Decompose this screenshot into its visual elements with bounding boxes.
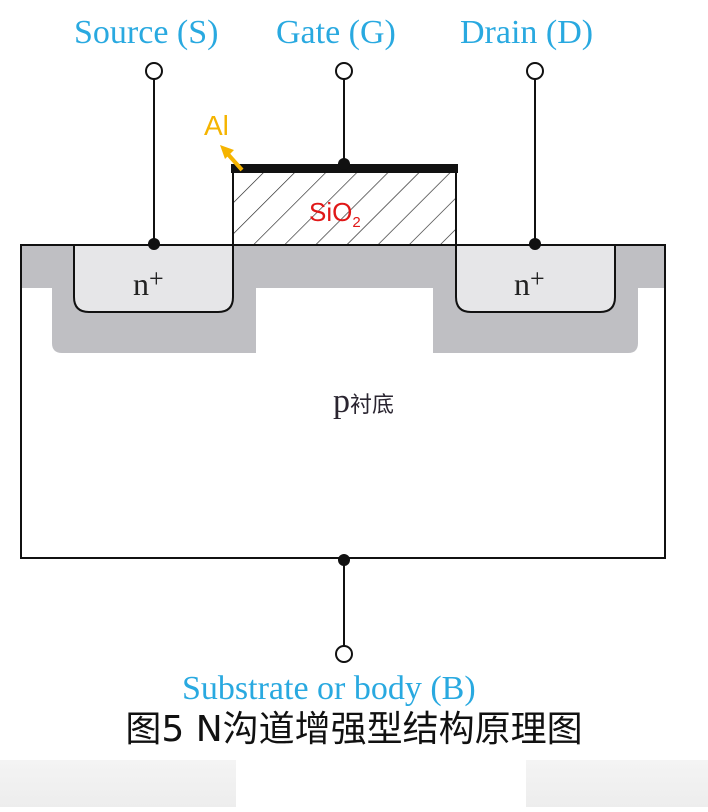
gate-terminal — [335, 62, 353, 80]
gate-label: Gate (G) — [276, 14, 396, 51]
source-region-plus: + — [149, 264, 164, 293]
oxide-label-main: SiO — [309, 197, 353, 227]
source-region-label: n+ — [133, 264, 164, 302]
body-terminal — [335, 645, 353, 663]
figure-caption: 图5 N沟道增强型结构原理图 — [125, 709, 583, 750]
drain-region-label: n+ — [514, 264, 545, 302]
substrate-label-cn: 衬底 — [350, 393, 395, 418]
drain-region-n: n — [514, 266, 530, 302]
metal-label: Al — [204, 110, 229, 141]
substrate-label-p: p — [333, 383, 350, 420]
source-region-n: n — [133, 266, 149, 302]
bottom-band — [0, 760, 708, 807]
body-label: Substrate or body (B) — [182, 670, 476, 707]
drain-label: Drain (D) — [460, 14, 594, 51]
body-contact-dot — [338, 554, 350, 566]
oxide-hatch — [232, 171, 457, 246]
source-contact-dot — [148, 238, 160, 250]
oxide-label-subscript: 2 — [352, 214, 361, 231]
al-arrow-head — [220, 145, 234, 159]
source-n-region — [73, 246, 234, 313]
bottom-band-gap — [236, 760, 526, 807]
drain-n-region — [455, 246, 616, 313]
drain-region-plus: + — [530, 264, 545, 293]
gate-contact-dot — [338, 158, 350, 170]
drain-terminal — [526, 62, 544, 80]
drain-contact-dot — [529, 238, 541, 250]
source-terminal — [145, 62, 163, 80]
substrate-label: p衬底 — [333, 385, 394, 419]
oxide-label: SiO2 — [309, 199, 361, 230]
source-label: Source (S) — [74, 14, 219, 51]
